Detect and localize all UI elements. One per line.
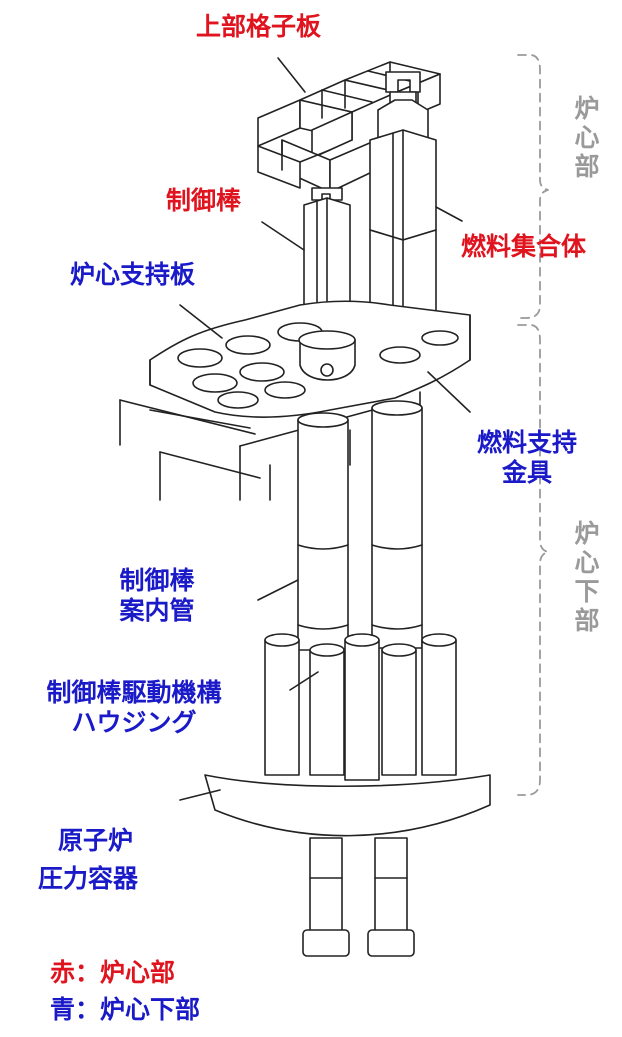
guide-tube-line1: 制御棒 bbox=[119, 566, 195, 595]
control-rod-label: 制御棒 bbox=[166, 186, 242, 215]
core-support-plate-label: 炉心支持板 bbox=[70, 260, 196, 289]
lower-stubs-drawing bbox=[302, 837, 415, 957]
upper-grid-plate-drawing bbox=[257, 57, 441, 193]
upper-grid-plate-label: 上部格子板 bbox=[196, 12, 322, 41]
fuel-support-fitting-line1: 燃料支持 bbox=[476, 428, 577, 457]
guide-tubes-drawing bbox=[257, 400, 423, 651]
fuel-support-fitting-label: 燃料支持 金具 bbox=[462, 428, 592, 488]
rpv-label: 原子炉 圧力容器 bbox=[38, 822, 138, 898]
rpv-line2: 圧力容器 bbox=[38, 864, 139, 893]
crd-housings-drawing bbox=[264, 633, 457, 781]
core-support-plate-drawing bbox=[119, 300, 471, 501]
rpv-line1: 原子炉 bbox=[58, 826, 134, 855]
legend-blue: 青：炉心下部 bbox=[50, 995, 201, 1024]
crd-housing-line1: 制御棒駆動機構 bbox=[46, 678, 222, 707]
bracket-core-label: 炉心部 bbox=[571, 95, 600, 182]
bracket-lower-core-label: 炉心下部 bbox=[571, 520, 600, 636]
guide-tube-line2: 案内管 bbox=[119, 596, 195, 625]
crd-housing-line2: ハウジング bbox=[71, 708, 197, 737]
rpv-bottom-head-drawing bbox=[179, 774, 491, 837]
fuel-support-fitting-line2: 金具 bbox=[501, 458, 552, 487]
guide-tube-label: 制御棒 案内管 bbox=[102, 566, 212, 626]
bracket-lower-core bbox=[517, 324, 549, 796]
crd-housing-label: 制御棒駆動機構 ハウジング bbox=[10, 678, 258, 738]
bracket-core bbox=[517, 54, 549, 319]
legend-red: 赤：炉心部 bbox=[50, 958, 176, 987]
fuel-assembly-label: 燃料集合体 bbox=[461, 232, 587, 261]
